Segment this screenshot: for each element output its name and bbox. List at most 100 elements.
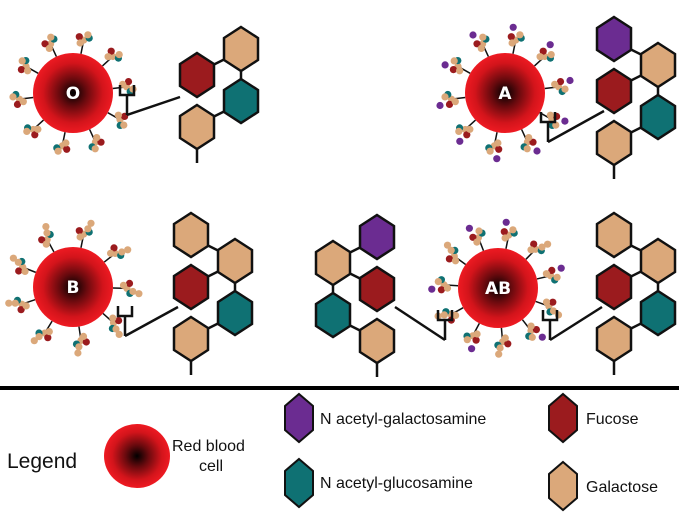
galactose-dot	[129, 287, 137, 296]
legend-rbc-label-line2: cell	[199, 458, 223, 475]
antigen-cluster	[17, 57, 39, 75]
connector-line	[126, 95, 181, 117]
fucose-dot	[529, 138, 537, 146]
fucose-hex	[178, 51, 216, 99]
rbc-o: O	[9, 31, 137, 155]
fucose-dot	[530, 240, 538, 248]
galactose-hex	[639, 41, 677, 89]
galactose-dot	[120, 121, 128, 129]
antigen-cluster	[23, 119, 45, 139]
galactose-hex	[595, 211, 633, 259]
galactose-dot	[47, 33, 55, 41]
galnac-dot	[465, 224, 473, 232]
galnac-dot	[468, 345, 476, 353]
galactose-hex	[216, 237, 254, 285]
galactose-dot	[14, 258, 22, 266]
fucose-hex	[595, 263, 633, 311]
fucose-dot	[445, 255, 453, 263]
rbc-b: B	[5, 219, 143, 357]
galnac-dot	[533, 147, 541, 155]
antigen-cluster	[112, 279, 143, 298]
bracket-shape	[436, 310, 454, 340]
galactose-dot	[473, 330, 481, 338]
bracket-shape	[118, 85, 136, 115]
fucose-dot	[115, 317, 123, 325]
galactose-hex	[639, 237, 677, 285]
fucose-dot	[549, 298, 557, 306]
rbc-body	[458, 248, 538, 328]
galactose-dot	[527, 246, 535, 254]
galactose-dot	[62, 139, 70, 147]
antigen-cluster	[544, 76, 574, 96]
galactose-dot	[79, 332, 88, 340]
rbc-a: A	[436, 23, 574, 163]
rbc-ab: AB	[428, 218, 565, 358]
legend-title: Legend	[7, 450, 77, 473]
galactose-dot	[19, 98, 27, 106]
antigen-cluster	[507, 23, 525, 54]
antigen-cluster	[30, 320, 53, 345]
galactose-dot	[76, 39, 84, 47]
fucose-dot	[125, 279, 134, 287]
galnac-dot	[428, 285, 436, 293]
galactose-dot	[21, 267, 29, 275]
galactose-dot	[473, 238, 481, 246]
galactose-dot	[544, 240, 552, 248]
galactose-dot	[43, 229, 51, 237]
fucose-dot	[110, 244, 118, 252]
fucose-dot	[107, 47, 115, 55]
galactose-dot	[84, 31, 92, 39]
antigen-cluster	[436, 90, 466, 110]
fucose-dot	[82, 338, 90, 346]
glcnac-hex	[314, 291, 352, 339]
galactose-hex	[178, 103, 216, 151]
antigen-cluster	[103, 244, 132, 263]
fucose-dot	[38, 236, 46, 244]
galactose-dot	[466, 125, 474, 133]
antigen-cluster	[520, 129, 541, 155]
galnac-dot	[557, 264, 565, 272]
antigen-cluster	[465, 224, 486, 251]
glcnac-hex	[639, 93, 677, 141]
galactose-dot	[551, 80, 559, 88]
fucose-dot	[473, 40, 481, 48]
fucose-dot	[532, 326, 541, 334]
galactose-dot	[525, 134, 533, 142]
fucose-dot	[449, 66, 457, 74]
galactose-dot	[516, 31, 524, 39]
antigen-cluster	[38, 223, 55, 253]
fucose-dot	[507, 33, 515, 41]
legend-galactose-label: Galactose	[586, 479, 658, 496]
galactose-dot	[104, 53, 112, 61]
galactose-dot	[450, 57, 458, 65]
antigen-cluster	[53, 132, 71, 155]
cell-type-label: AB	[485, 279, 511, 299]
galactose-dot	[114, 111, 122, 119]
legend-fucose-label: Fucose	[586, 411, 639, 428]
bracket-shape	[541, 310, 559, 340]
connector-line	[394, 305, 446, 342]
galactose-dot	[463, 336, 471, 344]
antigen-bracket	[539, 109, 605, 144]
galactose-dot	[45, 44, 53, 53]
galactose-dot	[109, 314, 117, 322]
galactose-dot	[509, 226, 517, 234]
fucose-dot	[539, 47, 547, 55]
galactose-dot	[494, 139, 502, 147]
antigen-cluster	[88, 129, 105, 153]
galactose-hex	[595, 315, 633, 363]
antigen-cluster	[494, 327, 512, 358]
galactose-dot	[495, 350, 503, 358]
legend-fucose-swatch	[548, 392, 578, 444]
galactose-dot	[124, 246, 132, 254]
antigen-cluster	[72, 326, 90, 357]
galnac-dot	[509, 23, 517, 31]
galactose-dot	[9, 254, 17, 262]
galactose-dot	[5, 299, 13, 307]
galactose-dot	[451, 98, 459, 106]
chain-ab-left	[314, 213, 396, 377]
antigen-cluster	[9, 90, 34, 108]
rbc-body	[33, 53, 113, 133]
fucose-dot	[17, 66, 25, 74]
galactose-dot	[447, 246, 455, 254]
